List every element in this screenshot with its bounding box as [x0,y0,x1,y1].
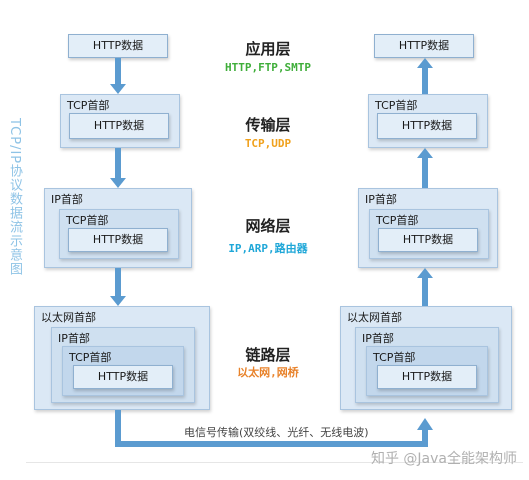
left-network-tcp-box: TCP首部 HTTP数据 [59,209,179,259]
right-arrow-link-network [422,277,428,306]
right-link-tcp-box: TCP首部 HTTP数据 [366,346,488,396]
right-app-http-data: HTTP数据 [374,34,474,58]
left-arrowhead-transport-network [110,178,126,188]
left-app-http-data: HTTP数据 [68,34,168,58]
diagram-title: TCP/IP协议数据流示意图 [7,118,22,277]
right-network-http-data: HTTP数据 [378,228,478,252]
right-arrowhead-network-transport [417,148,433,158]
left-link-box: 以太网首部 IP首部 TCP首部 HTTP数据 [34,306,210,410]
left-arrowhead-network-link [110,296,126,306]
left-transport-http-data: HTTP数据 [69,113,169,139]
right-link-box: 以太网首部 IP首部 TCP首部 HTTP数据 [340,306,512,410]
left-network-http-data: HTTP数据 [68,228,168,252]
left-tcp-header-label: TCP首部 [67,99,110,112]
layer-protocols-transport: TCP,UDP [244,137,292,150]
left-link-tcp-box: TCP首部 HTTP数据 [62,346,184,396]
right-network-tcp-header-label: TCP首部 [376,214,419,227]
layer-protocols-link: 以太网,网桥 [237,366,299,379]
watermark: 知乎 @Java全能架构师 [370,451,517,467]
left-transport-box: TCP首部 HTTP数据 [60,94,180,148]
right-arrow-transport-app [422,67,428,94]
signal-transmission-label: 电信号传输(双绞线、光纤、无线电波) [180,424,373,440]
layer-protocols-application: HTTP,FTP,SMTP [224,61,312,74]
left-arrow-app-transport [115,58,121,86]
right-network-box: IP首部 TCP首部 HTTP数据 [358,188,498,268]
right-transport-http-data: HTTP数据 [377,113,477,139]
left-network-tcp-header-label: TCP首部 [66,214,109,227]
right-arrowhead-link-network [417,268,433,278]
left-arrowhead-app-transport [110,84,126,94]
left-link-ip-box: IP首部 TCP首部 HTTP数据 [51,327,195,403]
left-arrow-transport-network [115,148,121,180]
layer-name-network: 网络层 [245,217,291,235]
bottom-divider [26,462,523,463]
right-tcp-header-label: TCP首部 [375,99,418,112]
right-arrowhead-transport-app [417,58,433,68]
left-arrow-network-link [115,268,121,298]
right-link-ip-box: IP首部 TCP首部 HTTP数据 [355,327,499,403]
right-ip-header-label: IP首部 [365,193,397,206]
left-network-box: IP首部 TCP首部 HTTP数据 [44,188,192,268]
right-arrow-network-transport [422,157,428,188]
left-link-ip-header-label: IP首部 [58,332,90,345]
left-ethernet-header-label: 以太网首部 [41,311,96,324]
left-link-tcp-header-label: TCP首部 [69,351,112,364]
right-link-ip-header-label: IP首部 [362,332,394,345]
right-link-tcp-header-label: TCP首部 [373,351,416,364]
layer-name-application: 应用层 [245,40,291,58]
right-transport-box: TCP首部 HTTP数据 [368,94,488,148]
layer-name-transport: 传输层 [245,116,291,134]
right-ethernet-header-label: 以太网首部 [347,311,402,324]
left-ip-header-label: IP首部 [51,193,83,206]
left-link-http-data: HTTP数据 [73,365,173,389]
layer-name-link: 链路层 [245,346,291,364]
right-network-tcp-box: TCP首部 HTTP数据 [369,209,489,259]
layer-protocols-network: IP,ARP,路由器 [228,242,308,255]
right-link-http-data: HTTP数据 [377,365,477,389]
